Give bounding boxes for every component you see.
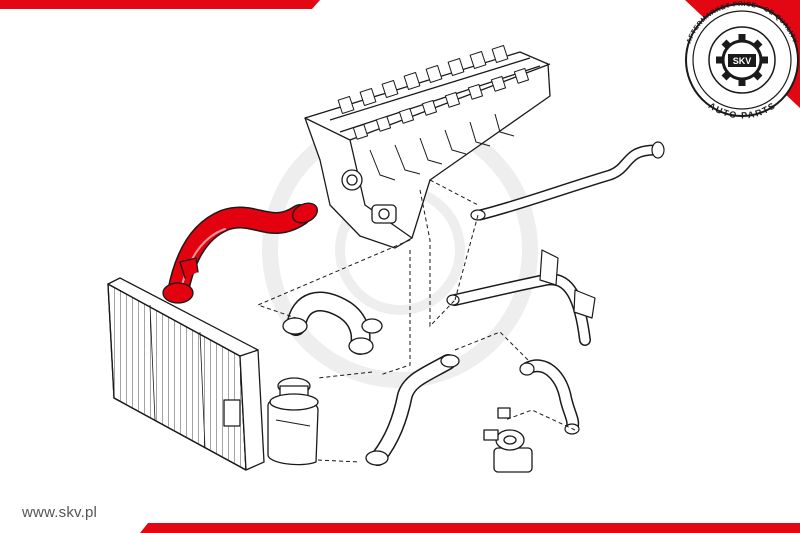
water-pump-hose bbox=[519, 359, 580, 435]
seal-logo-name: SKV bbox=[733, 56, 752, 66]
engine-cylinder-head bbox=[304, 44, 551, 249]
assembly-guide-lines bbox=[256, 179, 576, 463]
gear-icon bbox=[716, 34, 768, 86]
skv-seal-logo: SKV AFTERMARKET PRICE · OE QUALITY AUTO … bbox=[685, 1, 799, 121]
heater-return-pipe bbox=[470, 141, 665, 221]
auxiliary-water-pump bbox=[483, 407, 533, 473]
radiator bbox=[107, 277, 265, 471]
expansion-tank bbox=[267, 377, 319, 466]
engine-outlet-hose bbox=[282, 291, 383, 355]
coolant-bypass-pipe bbox=[446, 249, 596, 346]
lower-radiator-hose bbox=[365, 354, 460, 466]
top-left-accent-bar bbox=[0, 0, 320, 9]
bottom-right-accent-bar bbox=[140, 523, 800, 533]
upper-radiator-hose-highlighted bbox=[162, 202, 319, 304]
website-url[interactable]: www.skv.pl bbox=[22, 504, 98, 521]
